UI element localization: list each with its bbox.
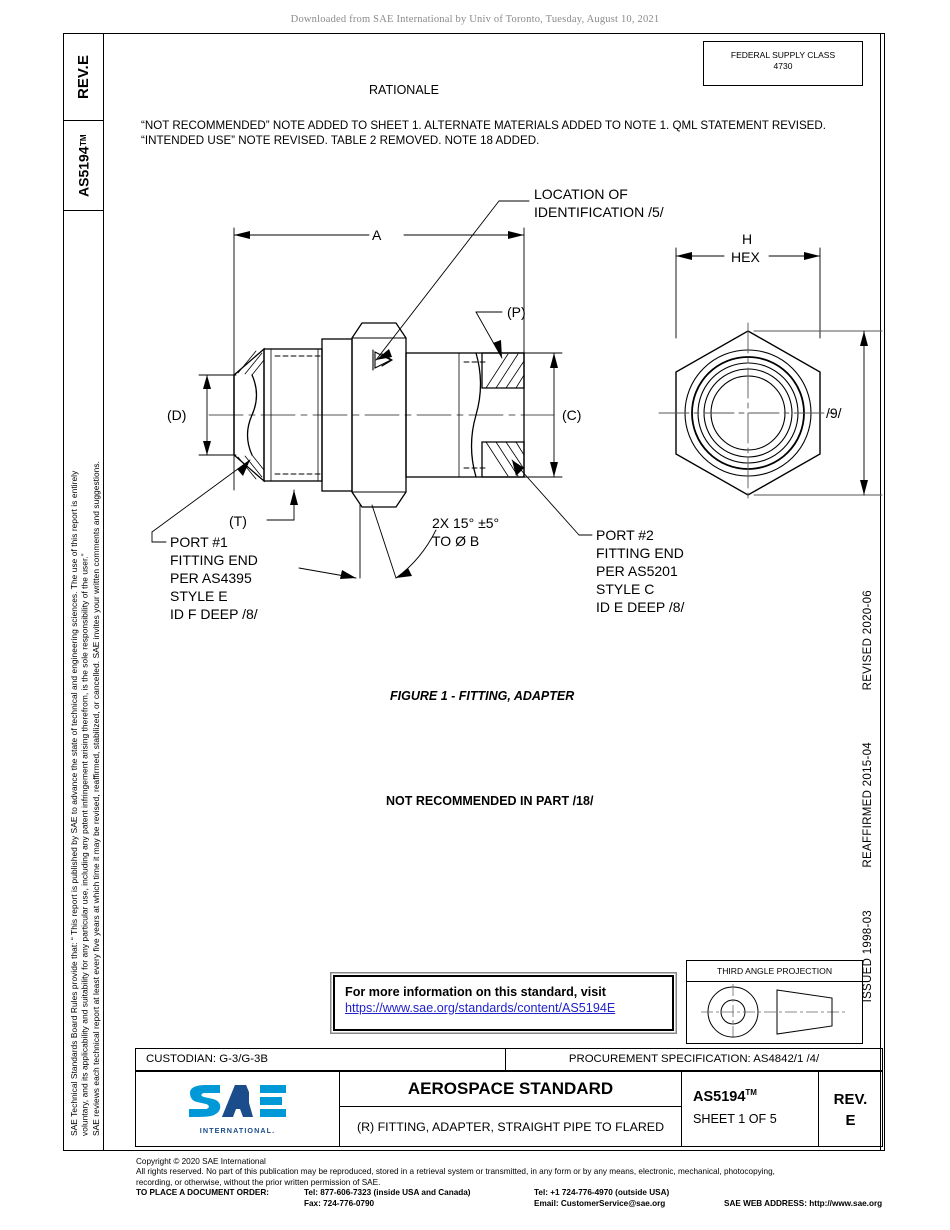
footer-email: Email: CustomerService@sae.org [534, 1198, 666, 1208]
standard-url-link[interactable]: https://www.sae.org/standards/content/AS… [345, 1001, 616, 1015]
port2-callout: PORT #2 FITTING END PER AS5201 STYLE C I… [596, 527, 685, 615]
issued-date: ISSUED 1998-03 [862, 910, 874, 1003]
title-block-doc-number: AS5194 [693, 1088, 746, 1105]
aerospace-standard-label: AEROSPACE STANDARD [340, 1072, 681, 1107]
title-block-rev-cell: REV. E [819, 1072, 882, 1146]
more-information-box[interactable]: For more information on this standard, v… [333, 975, 674, 1031]
label-location-of: LOCATION OF [534, 186, 628, 202]
rationale-body: “NOT RECOMMENDED” NOTE ADDED TO SHEET 1.… [141, 119, 827, 147]
footer-tel-outside: Tel: +1 724-776-4970 (outside USA) [534, 1188, 670, 1198]
label-dim-d: (D) [167, 407, 186, 423]
label-dim-c: (C) [562, 407, 581, 423]
footer-web: SAE WEB ADDRESS: http://www.sae.org [724, 1198, 883, 1208]
title-block-rev-label: REV. [833, 1091, 868, 1108]
trademark-symbol: TM [79, 134, 88, 147]
port2-line-2: PER AS5201 [596, 563, 678, 579]
federal-supply-class-box: FEDERAL SUPPLY CLASS 4730 [703, 41, 863, 86]
sheet-number: SHEET 1 OF 5 [693, 1111, 777, 1126]
sae-logo-subtext: INTERNATIONAL. [199, 1125, 276, 1135]
disclaimer-paragraph-2: SAE reviews each technical report at lea… [91, 460, 101, 1136]
third-angle-projection-box: THIRD ANGLE PROJECTION [686, 960, 863, 1044]
label-angle-line2: TO Ø B [432, 533, 479, 549]
rev-tab-value: E [75, 55, 92, 66]
not-recommended-note: NOT RECOMMENDED IN PART /18/ [386, 794, 594, 808]
title-block-title-cell: AEROSPACE STANDARD (R) FITTING, ADAPTER,… [340, 1072, 682, 1146]
custodian-field: CUSTODIAN: G-3/G-3B [135, 1048, 506, 1071]
label-dim-p: (P) [507, 304, 526, 320]
rev-tab: REV. E [63, 33, 104, 121]
footer-fax: Fax: 724-776-0790 [304, 1198, 375, 1208]
part-title: (R) FITTING, ADAPTER, STRAIGHT PIPE TO F… [356, 1120, 665, 1134]
custodian-row: CUSTODIAN: G-3/G-3B PROCUREMENT SPECIFIC… [135, 1048, 883, 1071]
port2-line-4: ID E DEEP /8/ [596, 599, 685, 615]
port2-line-0: PORT #2 [596, 527, 654, 543]
label-angle-line1: 2X 15° ±5° [432, 515, 499, 531]
download-header: Downloaded from SAE International by Uni… [290, 14, 660, 25]
footer-tel-inside: Tel: 877-606-7323 (inside USA and Canada… [304, 1188, 471, 1198]
frame-outer-right-rule [880, 33, 881, 1151]
label-identification: IDENTIFICATION /5/ [534, 204, 664, 220]
third-angle-projection-symbol [701, 984, 847, 1040]
third-angle-projection-caption: THIRD ANGLE PROJECTION [687, 961, 862, 982]
federal-supply-class-value: 4730 [773, 61, 793, 71]
drawing-frame [63, 33, 885, 1151]
label-dim-a: A [372, 227, 382, 243]
footer-order-label: TO PLACE A DOCUMENT ORDER: [136, 1188, 269, 1198]
port2-line-3: STYLE C [596, 581, 654, 597]
port1-line-4: ID F DEEP /8/ [170, 606, 258, 622]
footer-copyright: Copyright © 2020 SAE International [136, 1157, 266, 1166]
port1-line-2: PER AS4395 [170, 570, 252, 586]
rev-tab-label: REV. [75, 65, 92, 99]
label-dim-hex: HEX [731, 249, 760, 265]
title-block: INTERNATIONAL. AEROSPACE STANDARD (R) FI… [135, 1071, 883, 1147]
more-information-label: For more information on this standard, v… [345, 985, 606, 999]
port1-line-1: FITTING END [170, 552, 258, 568]
title-block-number-cell: AS5194TM SHEET 1 OF 5 [682, 1072, 819, 1146]
disclaimer-paragraph-1: SAE Technical Standards Board Rules prov… [69, 470, 90, 1136]
port2-line-1: FITTING END [596, 545, 684, 561]
label-dim-t: (T) [229, 513, 247, 529]
port1-line-3: STYLE E [170, 588, 228, 604]
title-block-rev-value: E [845, 1112, 856, 1129]
sae-logo-mark [188, 1084, 286, 1117]
footer: Copyright © 2020 SAE International All r… [136, 1157, 896, 1209]
footer-rights-line1: All rights reserved. No part of this pub… [136, 1167, 775, 1177]
rev-tab-text: REV. E [63, 33, 104, 121]
disclaimer-tab: SAE Technical Standards Board Rules prov… [63, 211, 104, 1151]
label-dim-9: /9/ [826, 405, 842, 421]
rationale-heading: RATIONALE [369, 83, 439, 97]
sae-logo: INTERNATIONAL. [136, 1072, 340, 1146]
fitting-adapter-drawing: LOCATION OF IDENTIFICATION /5/ A (D) (C)… [151, 186, 883, 808]
port1-line-0: PORT #1 [170, 534, 228, 550]
title-block-trademark-symbol: TM [745, 1088, 757, 1097]
figure-caption: FIGURE 1 - FITTING, ADAPTER [390, 689, 574, 703]
port1-callout: PORT #1 FITTING END PER AS4395 STYLE E I… [170, 534, 258, 622]
doc-number-tab-value: AS5194 [75, 146, 92, 198]
procurement-specification-field: PROCUREMENT SPECIFICATION: AS4842/1 /4/ [506, 1048, 883, 1071]
label-dim-h: H [742, 231, 752, 247]
federal-supply-class-label: FEDERAL SUPPLY CLASS [730, 50, 836, 60]
footer-rights-line2: recording, or otherwise, without the pri… [136, 1177, 381, 1187]
